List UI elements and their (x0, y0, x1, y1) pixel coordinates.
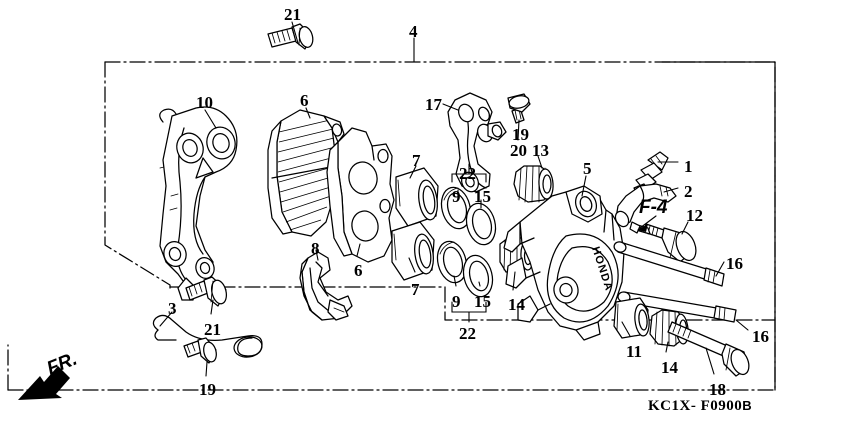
part-2-brake-hose-joint (614, 183, 677, 228)
callout-bleed-valve: 1 (684, 157, 693, 176)
callout-pin-sleeve: 11 (626, 342, 643, 361)
part-21-flange-bolt-lower (185, 276, 228, 307)
callout-seal-kit-lower: 22 (459, 324, 476, 343)
callout-flange-bolt-boot: 19 (512, 125, 529, 144)
part-18-caliper-mount-bolt (667, 321, 750, 377)
callout-piston-lower: 7 (411, 280, 420, 299)
leader-lines (159, 21, 749, 377)
callout-caliper-mount-bolt: 18 (709, 380, 726, 399)
callout-pad-spring: 8 (311, 239, 320, 258)
callout-piston-seal-lower: 9 (452, 292, 461, 311)
callout-dust-seal-upper: 15 (474, 187, 491, 206)
callout-seal-kit-upper: 22 (459, 164, 476, 183)
callout-slide-pin-lower: 16 (752, 327, 769, 346)
callout-flange-bolt-top: 21 (284, 5, 301, 24)
callout-pin-boot-set: 20 (510, 141, 527, 160)
callout-flange-bolt-lower: 21 (204, 320, 221, 339)
footer-revision: B (742, 398, 753, 413)
part-13-pin-boot (513, 165, 554, 203)
direction-arrow-fr (18, 366, 70, 400)
part-3-hose-clamp-spring (152, 314, 263, 358)
part-21-flange-bolt-top (267, 23, 314, 50)
callout-caliper-body: 5 (583, 159, 592, 178)
callout-pin-boot-right: 14 (508, 295, 525, 314)
callout-piston-seal-upper: 9 (452, 187, 461, 206)
diagram-footer-code: KC1X- F0900B (648, 398, 752, 415)
part-9-piston-seal-lower (436, 240, 468, 284)
callout-piston-upper: 7 (412, 151, 421, 170)
callout-caliper-bracket: 10 (196, 93, 213, 112)
part-9-piston-seal-upper (440, 186, 472, 230)
callout-assembly-boundary: 4 (409, 22, 418, 41)
part-6-brake-pad-lower (326, 127, 395, 263)
part-7-piston-upper (395, 167, 439, 227)
part-10-caliper-bracket (159, 106, 238, 301)
callout-pin-boot-lower: 14 (661, 358, 678, 377)
callout-pin-boot: 13 (532, 141, 549, 160)
callout-brake-pad-lower: 6 (354, 261, 363, 280)
part-19-flange-bolt-boot (507, 93, 531, 124)
footer-code-prefix: KC1X- (648, 398, 697, 414)
callout-pad-hanger-bracket: 17 (425, 95, 442, 114)
footer-sheet-number: F0900 (700, 398, 743, 414)
part-15-dust-seal-upper (465, 202, 497, 246)
section-reference-f4: F-4 (639, 197, 668, 218)
part-11-pin-sleeve (613, 297, 650, 339)
part-15-dust-seal-lower (462, 254, 494, 298)
part-8-pad-spring (299, 251, 353, 321)
part-17-pad-hanger-bracket (447, 92, 507, 193)
callout-dust-seal-lower: 15 (474, 292, 491, 311)
part-19-flange-bolt-clamp (183, 337, 217, 364)
callout-caliper-pin-bolt: 12 (686, 206, 703, 225)
callout-flange-bolt-clamp: 19 (199, 380, 216, 399)
part-7-piston-lower (391, 221, 435, 281)
callout-brake-hose-joint: 2 (684, 182, 693, 201)
part-5-caliper-body: HONDA (503, 185, 625, 341)
callout-brake-pad-upper: 6 (300, 91, 309, 110)
callout-slide-pin-upper: 16 (726, 254, 743, 273)
part-16-slide-pin-lower (617, 291, 737, 323)
part-6-brake-pad-upper (267, 109, 349, 237)
part-16-slide-pin-upper (613, 241, 725, 287)
callout-hose-clamp-spring: 3 (168, 299, 177, 318)
